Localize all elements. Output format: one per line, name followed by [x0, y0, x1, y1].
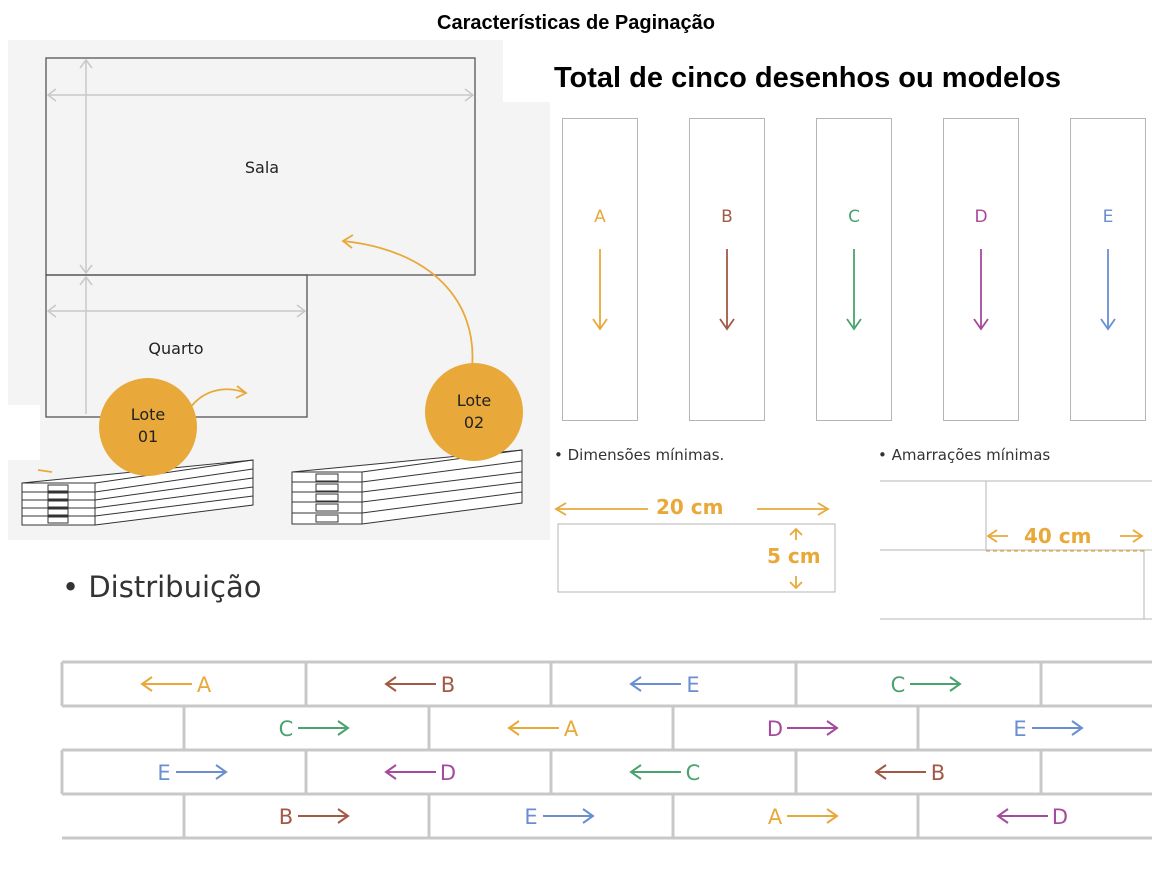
brick-letter: E [1013, 717, 1026, 741]
bond-diagram [880, 480, 1152, 620]
distribution-diagram: A B E C C A D E E D C B B E A D [60, 660, 1152, 840]
brick-letter: C [891, 673, 906, 697]
brick-letter: B [279, 805, 293, 829]
models-subtitle: Total de cinco desenhos ou modelos [554, 62, 1062, 94]
brick-c-right-arrow: C [279, 717, 350, 741]
down-arrow-icon [1100, 249, 1116, 331]
brick-letter: A [197, 673, 212, 697]
dimensions-label: • Dimensões mínimas. [554, 446, 725, 464]
model-panel-b: B [689, 118, 765, 421]
brick-letter: C [686, 761, 701, 785]
model-panel-d: D [943, 118, 1019, 421]
brick-b-left-arrow: B [874, 761, 945, 785]
dimension-length: 20 cm [656, 495, 724, 519]
lot-01-badge [99, 378, 197, 476]
model-letter-d: D [974, 207, 988, 227]
page-title: Características de Paginação [437, 12, 715, 34]
brick-e-right-arrow: E [1013, 717, 1084, 741]
bond-offset: 40 cm [1024, 524, 1092, 548]
brick-letter: E [524, 805, 537, 829]
model-panel-c: C [816, 118, 892, 421]
floor-plan-diagram: Sala Quarto Lote 01 Lote 02 [0, 40, 553, 545]
down-arrow-icon [719, 249, 735, 331]
model-letter-b: B [721, 207, 733, 227]
dimension-diagram [554, 502, 836, 593]
brick-letter: E [686, 673, 699, 697]
brick-d-left-arrow: D [996, 805, 1068, 829]
brick-letter: A [564, 717, 579, 741]
brick-a-right-arrow: A [768, 805, 839, 829]
distribution-title: • Distribuição [62, 570, 262, 604]
brick-letter: E [157, 761, 170, 785]
brick-letter: D [767, 717, 783, 741]
brick-letter: C [279, 717, 294, 741]
brick-a-left-arrow: A [507, 717, 579, 741]
model-panel-e: E [1070, 118, 1146, 421]
brick-outline [557, 523, 836, 593]
model-letter-c: C [848, 207, 860, 227]
brick-letter: A [768, 805, 783, 829]
brick-b-left-arrow: B [384, 673, 455, 697]
brick-c-right-arrow: C [891, 673, 962, 697]
brick-d-right-arrow: D [767, 717, 839, 741]
brick-letter: B [441, 673, 455, 697]
model-letter-a: A [594, 207, 606, 227]
brick-letter: D [1052, 805, 1068, 829]
down-arrow-icon [846, 249, 862, 331]
brick-b-right-arrow: B [279, 805, 350, 829]
lot-02-label-line1: Lote [457, 391, 492, 410]
dimension-width: 5 cm [767, 544, 821, 568]
room-label-sala: Sala [245, 158, 279, 177]
pallet-stack-2 [291, 449, 523, 525]
room-label-quarto: Quarto [148, 339, 203, 358]
model-panel-a: A [562, 118, 638, 421]
brick-a-left-arrow: A [140, 673, 212, 697]
lot-02-badge [425, 363, 523, 461]
brick-e-right-arrow: E [524, 805, 595, 829]
lot-02-label-line2: 02 [464, 413, 484, 432]
pallet-stack-1 [21, 459, 254, 526]
down-arrow-icon [973, 249, 989, 331]
down-arrow-icon [592, 249, 608, 331]
brick-e-left-arrow: E [629, 673, 700, 697]
model-letter-e: E [1102, 207, 1114, 227]
brick-c-left-arrow: C [629, 761, 701, 785]
brick-d-left-arrow: D [384, 761, 456, 785]
brick-letter: D [440, 761, 456, 785]
lot-01-label-line2: 01 [138, 427, 158, 446]
lot-01-label-line1: Lote [131, 405, 166, 424]
brick-e-right-arrow: E [157, 761, 228, 785]
bonds-label: • Amarrações mínimas [878, 446, 1051, 464]
brick-letter: B [931, 761, 945, 785]
